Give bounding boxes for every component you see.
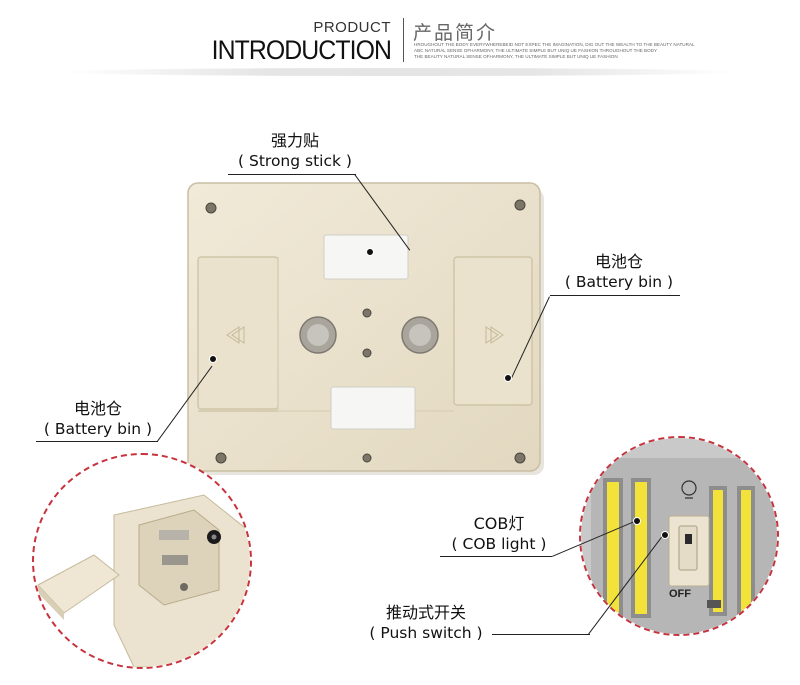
callout-push-switch: 推动式开关 ( Push switch ) <box>358 603 494 643</box>
product-back-view <box>187 182 544 475</box>
header-shadow-line <box>60 68 740 76</box>
cob-light-en: ( COB light ) <box>451 535 547 553</box>
header-separator <box>403 18 404 62</box>
strong-stick-pointer-dot <box>366 248 374 256</box>
strong-stick-cn: 强力贴 <box>270 131 319 150</box>
push-switch-pointer-dot <box>661 531 669 539</box>
header-cn-title: 产品简介 <box>413 22 498 44</box>
battery-bin-right-pointer-dot <box>504 374 512 382</box>
detail-circle-cob-light <box>579 436 779 636</box>
header-product-text: PRODUCT <box>313 19 391 36</box>
battery-bin-left-cn: 电池仓 <box>73 399 122 418</box>
strong-stick-en: ( Strong stick ) <box>238 152 352 170</box>
callout-battery-bin-right: 电池仓 ( Battery bin ) <box>554 252 684 292</box>
callout-strong-stick: 强力贴 ( Strong stick ) <box>230 131 360 171</box>
battery-bin-left-underline <box>36 441 158 442</box>
push-switch-cn: 推动式开关 <box>385 603 466 622</box>
battery-bin-right-cn: 电池仓 <box>594 252 643 271</box>
header-introduction-title: INTRODUCTION <box>211 35 392 65</box>
battery-bin-right-en: ( Battery bin ) <box>564 273 674 291</box>
push-switch-en: ( Push switch ) <box>369 624 483 642</box>
cob-light-pointer-dot <box>633 517 641 525</box>
callout-cob-light: COB灯 ( COB light ) <box>440 514 558 554</box>
strong-stick-underline <box>228 174 356 175</box>
battery-bin-detail-image <box>37 494 250 667</box>
detail-circle-battery-bin <box>32 453 252 669</box>
battery-bin-right-underline <box>550 295 680 296</box>
header-tagline-2: ABC NATURAL SENSE OFHARMONY, THE ULTIMAT… <box>414 48 658 53</box>
push-switch-underline <box>492 634 590 635</box>
battery-bin-left-pointer-dot <box>209 355 217 363</box>
header-tagline-1: HROUGHOUT THE BODY EVERYWHEREBEID NOT EX… <box>414 42 695 47</box>
switch-off-label: OFF <box>669 588 691 600</box>
callout-battery-bin-left: 电池仓 ( Battery bin ) <box>34 399 162 439</box>
cob-light-underline <box>440 556 552 557</box>
cob-light-cn: COB灯 <box>473 514 525 533</box>
battery-bin-left-en: ( Battery bin ) <box>43 420 153 438</box>
header-tagline-3: THE BEAUTY NATURAL SENSE OFHARMONY, THE … <box>414 54 618 59</box>
cob-light-detail-image <box>581 438 777 634</box>
